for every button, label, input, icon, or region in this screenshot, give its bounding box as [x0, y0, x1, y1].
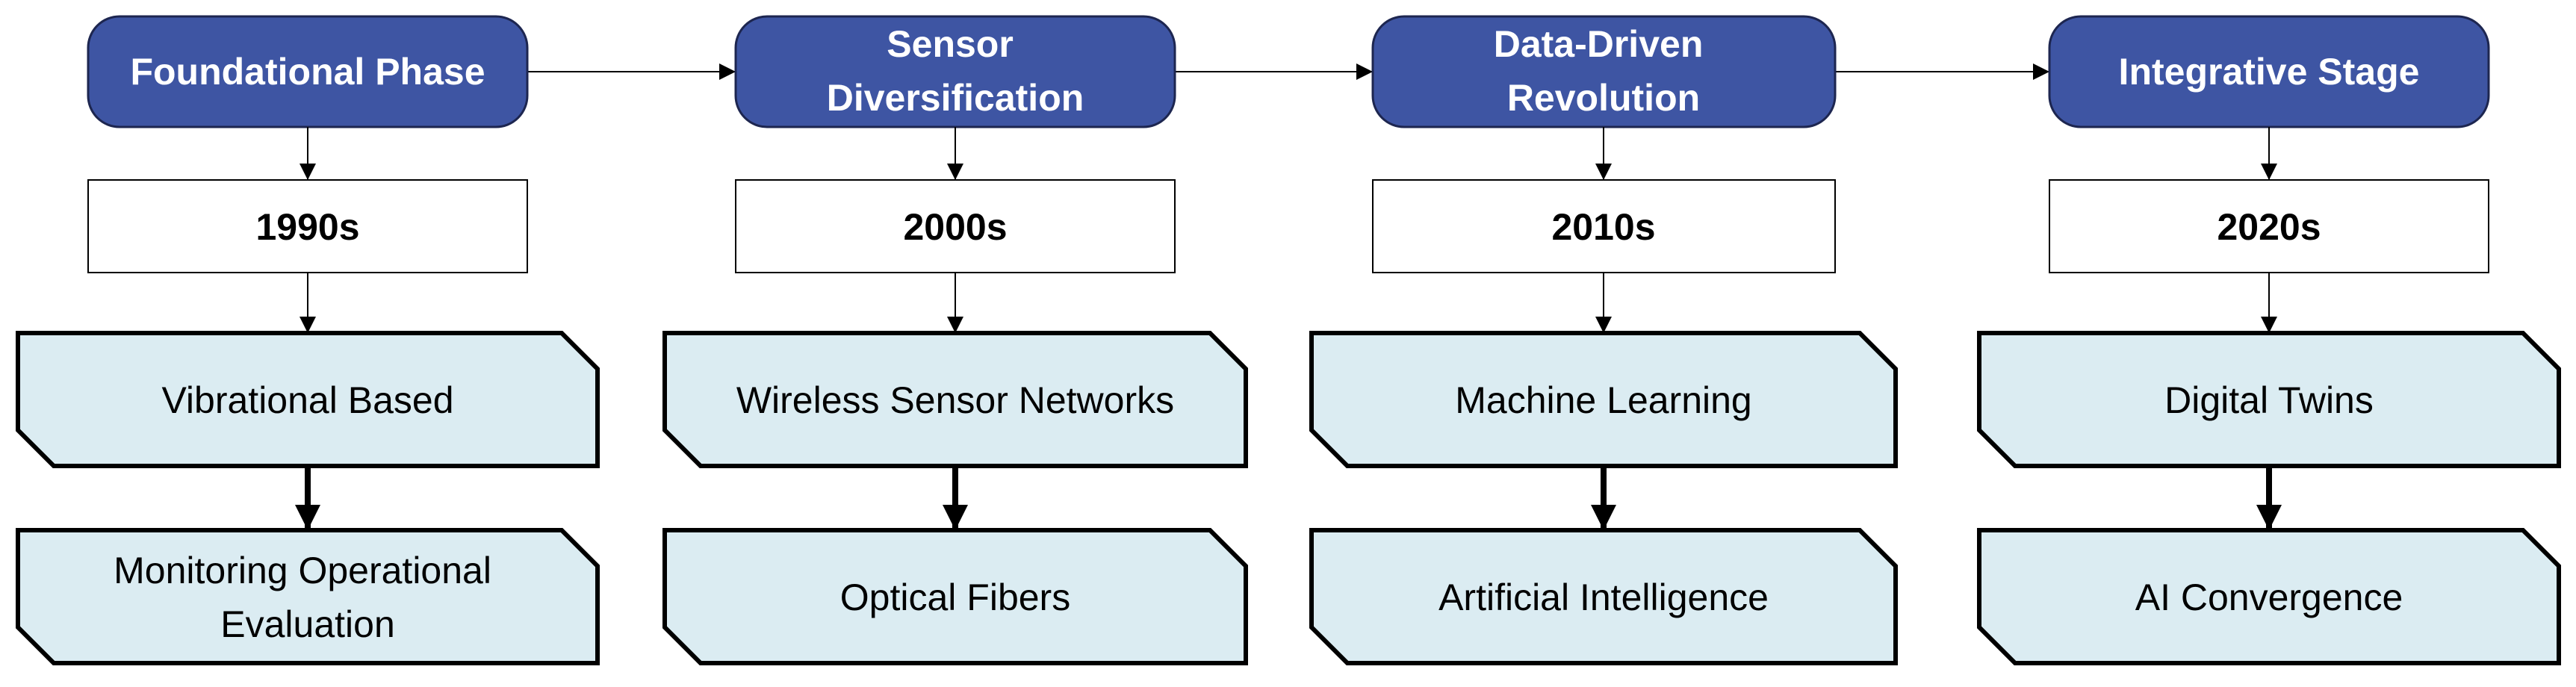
primary-label-3: Machine Learning	[1455, 379, 1752, 421]
primary-box-2	[662, 331, 1248, 468]
primary-label-2: Wireless Sensor Networks	[736, 379, 1174, 421]
phase-label-1-line-1: Foundational Phase	[130, 51, 485, 93]
secondary-box-3	[1309, 528, 1898, 665]
era-label-1: 1990s	[255, 206, 359, 248]
primary-box-1	[16, 331, 600, 468]
secondary-label-1: Monitoring Operational Evaluation	[114, 550, 502, 645]
secondary-box-4	[1977, 528, 2561, 665]
secondary-box-1	[16, 528, 600, 665]
phase-label-3-line-1: Data-Driven	[1494, 23, 1704, 65]
column-3: Data-Driven Revolution 2010s Machine Lea…	[1309, 15, 1898, 665]
era-label-4: 2020s	[2217, 206, 2321, 248]
phase-label-2-line-2: Diversification	[827, 77, 1084, 119]
phase-label-3-line-2: Revolution	[1507, 77, 1700, 119]
secondary-label-4-line-1: AI Convergence	[2135, 576, 2403, 618]
era-label-3: 2010s	[1551, 206, 1655, 248]
primary-label-1-line-1: Vibrational Based	[161, 379, 453, 421]
primary-label-2-line-1: Wireless Sensor Networks	[736, 379, 1174, 421]
secondary-label-3-line-1: Artificial Intelligence	[1438, 576, 1769, 618]
secondary-label-1-line-2: Evaluation	[220, 603, 395, 645]
era-label-2: 2000s	[903, 206, 1007, 248]
era-box-3	[1372, 179, 1836, 273]
secondary-label-1-line-1: Monitoring Operational	[114, 550, 491, 591]
phase-label-2-line-1: Sensor	[887, 23, 1014, 65]
phase-label-2: Sensor Diversification	[827, 23, 1084, 119]
secondary-label-4: AI Convergence	[2135, 576, 2403, 618]
column-4: Integrative Stage 2020s Digital Twins AI…	[1977, 15, 2561, 665]
phase-label-4: Integrative Stage	[2119, 51, 2420, 93]
secondary-label-2: Optical Fibers	[840, 576, 1070, 618]
primary-label-4-line-1: Digital Twins	[2164, 379, 2374, 421]
secondary-label-3: Artificial Intelligence	[1438, 576, 1769, 618]
era-box-4	[2049, 179, 2489, 273]
column-1: Foundational Phase 1990s Vibrational Bas…	[16, 15, 600, 665]
phase-label-3: Data-Driven Revolution	[1494, 23, 1714, 119]
primary-box-3	[1309, 331, 1898, 468]
primary-label-1: Vibrational Based	[161, 379, 453, 421]
secondary-box-2	[662, 528, 1248, 665]
phase-label-4-line-1: Integrative Stage	[2119, 51, 2420, 93]
secondary-label-2-line-1: Optical Fibers	[840, 576, 1070, 618]
phase-label-1: Foundational Phase	[130, 51, 485, 93]
primary-label-4: Digital Twins	[2164, 379, 2374, 421]
primary-label-3-line-1: Machine Learning	[1455, 379, 1752, 421]
column-2: Sensor Diversification 2000s Wireless Se…	[662, 15, 1248, 665]
primary-box-4	[1977, 331, 2561, 468]
